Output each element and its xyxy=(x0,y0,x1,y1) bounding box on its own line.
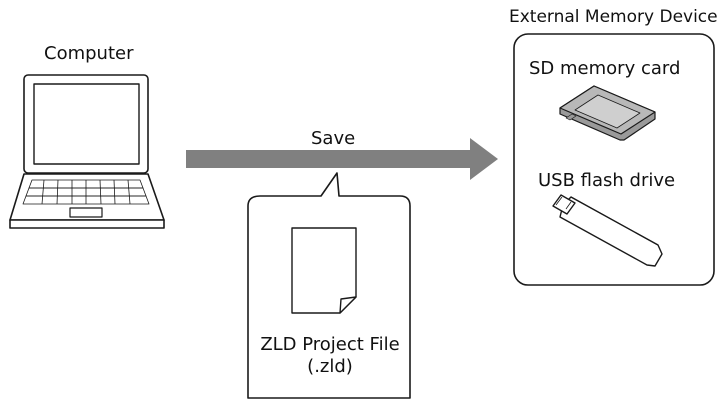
external-device-label: External Memory Device xyxy=(509,7,718,27)
sd-card-icon xyxy=(559,85,656,141)
external-device-box xyxy=(513,33,715,286)
usb-drive-label: USB flash drive xyxy=(538,170,676,191)
computer-label: Computer xyxy=(44,43,134,64)
save-label: Save xyxy=(311,128,356,149)
laptop-icon xyxy=(9,74,165,229)
usb-drive-icon xyxy=(552,194,663,267)
document-icon xyxy=(291,227,357,314)
sd-card-label: SD memory card xyxy=(529,58,681,79)
save-arrow xyxy=(186,138,498,180)
file-name-line2: (.zld) xyxy=(307,356,353,377)
file-name-line1: ZLD Project File xyxy=(260,334,400,355)
